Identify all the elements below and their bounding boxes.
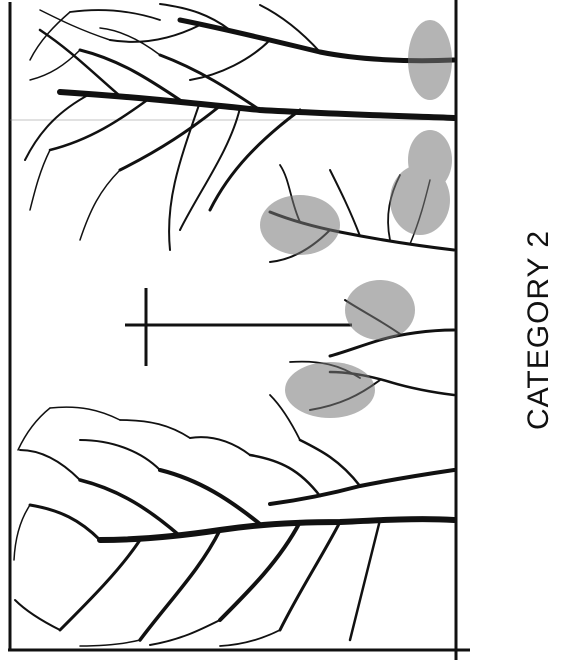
bottom-tree: [14, 395, 454, 646]
cross-marker: [125, 288, 352, 366]
middle-foliage: [260, 20, 452, 418]
category-label: CATEGORY 2: [522, 230, 556, 430]
top-tree: [25, 4, 454, 250]
